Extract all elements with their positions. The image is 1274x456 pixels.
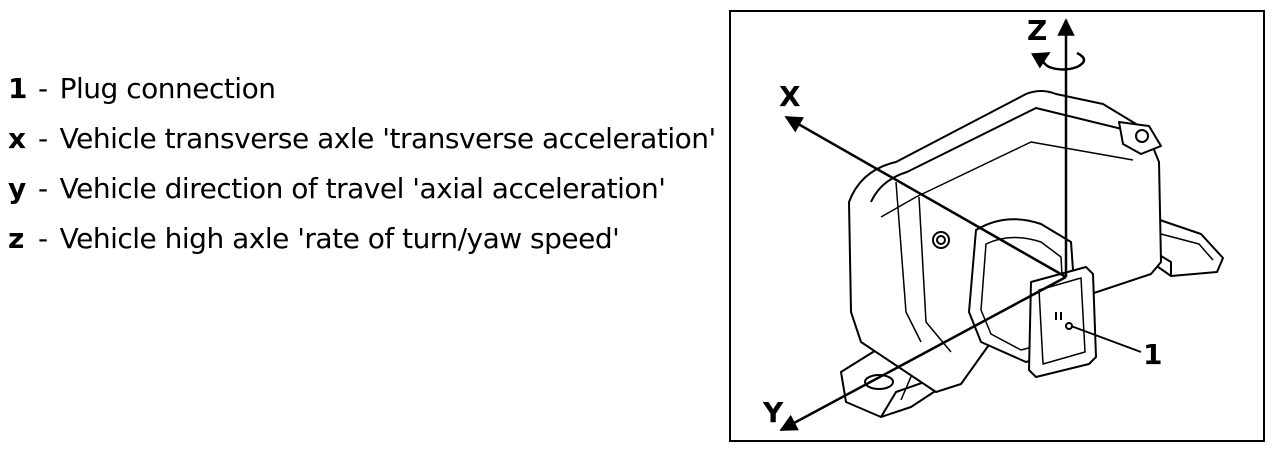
sensor-figure: X Y Z 1 [729,10,1265,442]
axis-x-arrow [784,115,1067,279]
legend-text: Vehicle direction of travel 'axial accel… [59,172,666,205]
legend-text: Plug connection [59,72,276,105]
legend-key: z [8,222,24,255]
legend-key: y [8,172,26,205]
legend-separator: - [38,222,48,255]
legend-key: x [8,122,26,155]
yaw-rotation-arrow [1030,51,1086,71]
callout-leader [1070,325,1142,353]
legend-separator: - [38,72,48,105]
legend-text: Vehicle high axle 'rate of turn/yaw spee… [59,222,620,255]
legend-separator: - [38,172,48,205]
legend: 1 - Plug connection x - Vehicle transver… [8,72,716,272]
sensor-drawing: X Y Z 1 [762,14,1224,432]
legend-item-z-axis: z - Vehicle high axle 'rate of turn/yaw … [8,222,716,272]
axis-z-label: Z [1027,14,1047,47]
axis-y-arrow [779,275,1067,432]
legend-separator: - [38,122,48,155]
legend-item-y-axis: y - Vehicle direction of travel 'axial a… [8,172,716,222]
legend-item-plug-connection: 1 - Plug connection [8,72,716,122]
axis-y-label: Y [762,396,784,429]
legend-text: Vehicle transverse axle 'transverse acce… [59,122,717,155]
callout-label-1: 1 [1143,338,1162,371]
legend-item-x-axis: x - Vehicle transverse axle 'transverse … [8,122,716,172]
legend-key: 1 [8,72,27,105]
axis-x-label: X [779,80,801,113]
axis-lines [779,18,1142,432]
